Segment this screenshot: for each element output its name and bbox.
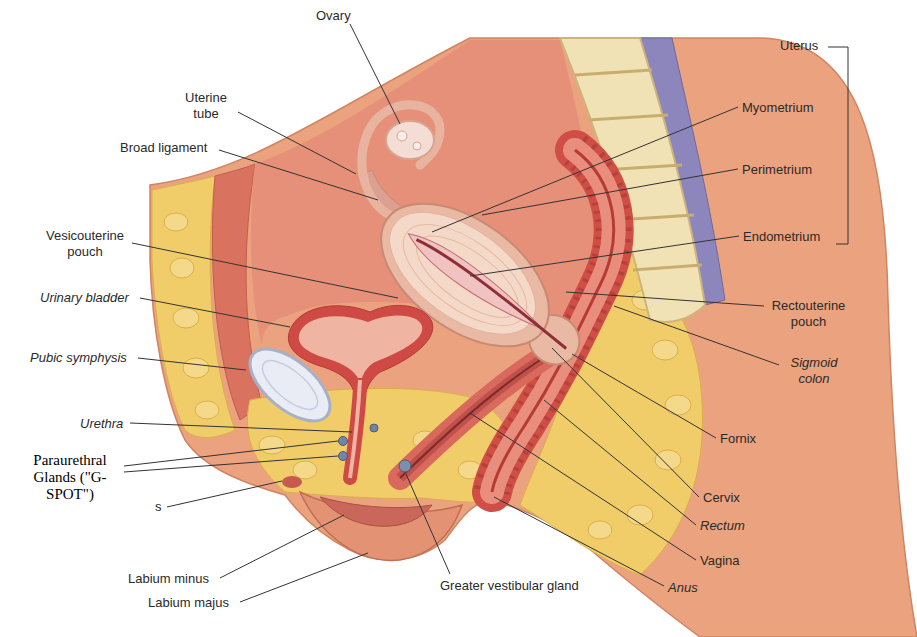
leader-line	[552, 348, 699, 497]
leader-line	[240, 553, 368, 602]
part-label: s	[155, 499, 162, 515]
bladder-lumen	[299, 316, 422, 378]
leader-line	[614, 306, 779, 365]
urethra-lumen	[350, 380, 360, 478]
vertebra-divider	[633, 265, 702, 270]
part-label: Broad ligament	[120, 140, 207, 156]
leader-line	[470, 413, 696, 560]
leader-line	[220, 515, 344, 578]
fat-lobule	[627, 505, 653, 525]
bladder-wall	[288, 305, 432, 392]
vagina-lumen	[400, 345, 565, 478]
leader-line	[124, 441, 338, 466]
part-label: Labium majus	[148, 595, 229, 611]
labium-minus	[320, 497, 432, 526]
part-label: Urethra	[80, 416, 123, 432]
part-label: Rectum	[700, 518, 745, 534]
leader-line	[470, 236, 739, 276]
leader-line	[406, 474, 450, 574]
fat-lobule	[588, 521, 612, 539]
fat-lobule	[170, 258, 194, 278]
uterine-cavity	[416, 236, 568, 348]
vertebra-divider	[588, 115, 668, 120]
part-label: Uterus	[780, 38, 818, 54]
leader-line	[350, 24, 400, 124]
fat-lobule	[652, 340, 678, 360]
paraurethral-gland	[339, 437, 348, 446]
fat-lobule	[293, 461, 317, 479]
leader-line	[132, 243, 398, 298]
leader-line	[124, 456, 338, 472]
part-label: Vagina	[700, 553, 740, 569]
uterus-bracket	[828, 47, 848, 244]
paraurethral-gland	[370, 424, 378, 432]
part-label: Rectouterine pouch	[766, 298, 851, 330]
part-label: Labium minus	[128, 571, 209, 587]
leader-line	[432, 107, 738, 232]
fat-lobule	[195, 401, 219, 419]
paraurethral-gland	[339, 452, 348, 461]
leader-line	[566, 292, 764, 306]
part-label: Urinary bladder	[40, 290, 129, 306]
ovary	[386, 121, 434, 159]
leader-line	[572, 354, 716, 438]
leader-line	[138, 358, 246, 370]
part-label: Perimetrium	[742, 162, 812, 178]
leader-line	[494, 497, 664, 586]
vagina-wall	[400, 345, 565, 478]
leader-line	[544, 400, 696, 525]
labium-majus	[300, 492, 462, 560]
vertebra-divider	[575, 70, 652, 75]
leader-line	[167, 481, 282, 507]
ovarian-follicle	[397, 131, 407, 141]
leader-line	[219, 150, 378, 200]
part-label: Paraurethral Glands ("G-SPOT")	[20, 452, 120, 503]
ovarian-follicle	[413, 142, 421, 150]
fat-lobule	[259, 436, 285, 454]
vagina-mucosa	[400, 345, 565, 478]
part-label: Pubic symphysis	[30, 350, 127, 366]
leader-line	[238, 112, 356, 174]
part-label: Uterine tube	[176, 90, 236, 122]
fat-lobule	[164, 213, 188, 231]
leader-line	[140, 298, 290, 327]
fat-lobule	[173, 308, 199, 328]
fat-lobule	[665, 395, 691, 415]
fat-lobule	[183, 358, 209, 378]
leader-lines	[124, 24, 848, 602]
leader-line	[482, 169, 738, 215]
part-label: Myometrium	[742, 100, 814, 116]
part-label: Endometrium	[743, 229, 820, 245]
part-label: Greater vestibular gland	[440, 578, 579, 594]
uterine-tube	[362, 105, 440, 220]
fat-lobule	[655, 450, 681, 470]
part-label: Cervix	[703, 490, 740, 506]
part-label: Fornix	[720, 431, 756, 447]
leader-line	[130, 423, 352, 432]
body-silhouette	[150, 38, 917, 637]
clitoris	[282, 476, 302, 488]
part-label: Ovary	[316, 8, 351, 24]
part-label: Anus	[668, 580, 698, 596]
greater-vestibular-gland	[399, 460, 411, 472]
part-label: Vesicouterine pouch	[40, 228, 130, 260]
part-label: Sigmoid colon	[783, 355, 845, 387]
